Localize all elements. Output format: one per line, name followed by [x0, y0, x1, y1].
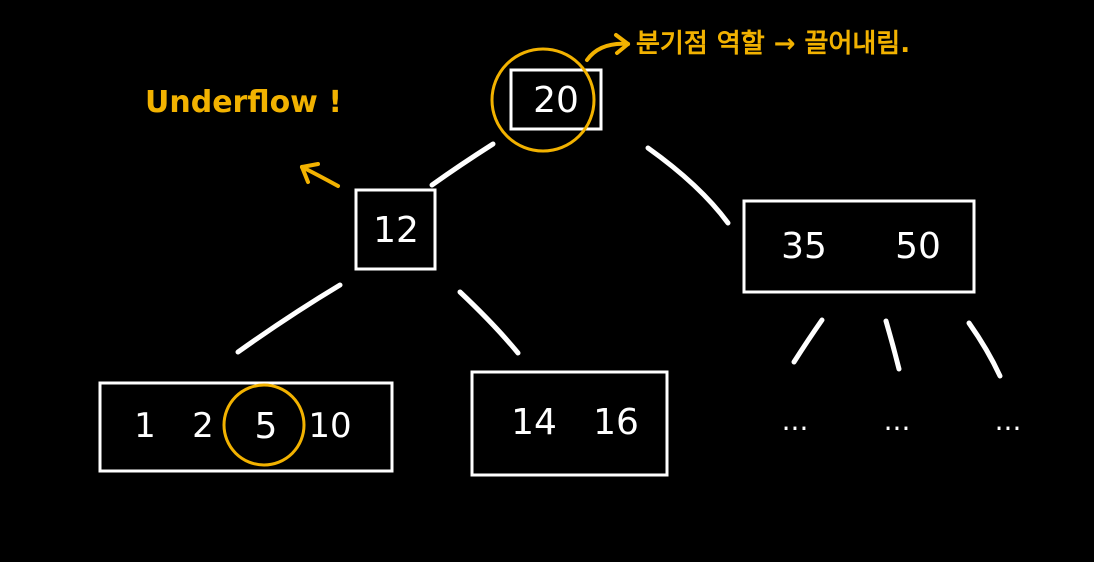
root-note-label: 분기점 역할 → 끌어내림. — [636, 29, 910, 59]
leaf-left-box — [98, 381, 394, 473]
right-child-key-1: 35 — [781, 226, 827, 267]
edge-root-left — [429, 141, 496, 188]
right-child-box — [742, 199, 976, 294]
underflow-arrow-icon — [300, 162, 340, 188]
more-children-3: ... — [995, 404, 1022, 437]
more-children-1: ... — [782, 404, 809, 437]
root-node-key: 20 — [533, 80, 579, 121]
edge-left-leafleft — [235, 282, 343, 355]
left-child-box — [354, 188, 437, 271]
right-child-key-2: 50 — [895, 226, 941, 267]
left-child-key: 12 — [373, 210, 419, 251]
leaf-mid-key-1: 14 — [511, 402, 557, 443]
leaf-left-key-4: 10 — [308, 406, 351, 446]
leaf-mid-key-2: 16 — [593, 402, 639, 443]
leaf-left-key-1: 1 — [134, 406, 156, 446]
leaf-left-key-3: 5 — [255, 406, 278, 447]
root-note-arrow-icon — [585, 33, 630, 62]
root-highlight-circle — [490, 47, 596, 153]
edge-left-leafmid — [457, 289, 521, 356]
edge-right-sub1 — [791, 317, 825, 365]
more-children-2: ... — [884, 404, 911, 437]
root-node-box — [509, 68, 603, 131]
edge-right-sub3 — [966, 320, 1003, 379]
leaf-left-key-2: 2 — [192, 406, 214, 446]
edge-right-sub2 — [883, 318, 902, 372]
leaf-mid-box — [470, 370, 669, 477]
underflow-label: Underflow ! — [145, 85, 342, 120]
key-5-highlight-circle — [222, 383, 306, 467]
edge-root-right — [645, 145, 731, 226]
